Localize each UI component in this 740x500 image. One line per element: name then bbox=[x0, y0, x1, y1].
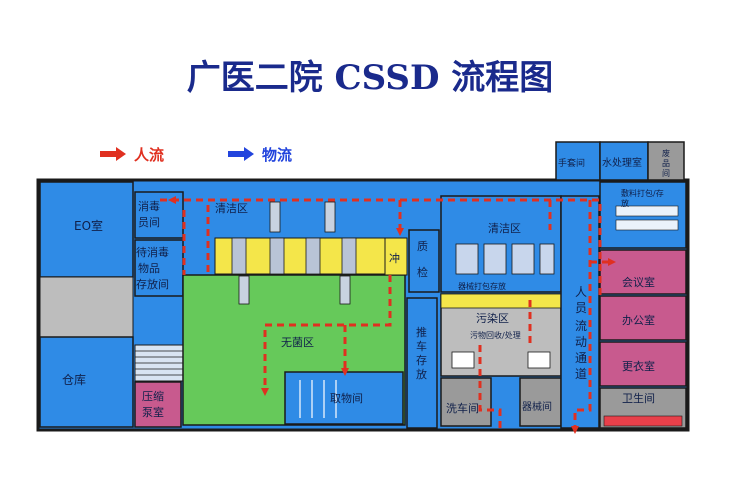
label-warehouse: 仓库 bbox=[62, 372, 86, 387]
label-compressor-2: 泵室 bbox=[142, 405, 164, 419]
label-clean-right: 清洁区 bbox=[488, 222, 521, 235]
label-locker: 更衣室 bbox=[622, 359, 655, 373]
room-cart bbox=[406, 297, 438, 429]
label-hand-wash: 手套间 bbox=[558, 157, 585, 169]
room-office bbox=[599, 295, 687, 341]
label-pending-2: 物品 bbox=[138, 261, 160, 275]
legend-material-label: 物流 bbox=[262, 146, 293, 164]
label-bathroom: 卫生间 bbox=[622, 391, 655, 405]
room-pending bbox=[134, 239, 184, 297]
legend-material: 物流 bbox=[228, 144, 292, 165]
label-meeting: 会议室 bbox=[622, 275, 655, 289]
label-waste-3: 间 bbox=[662, 169, 670, 178]
label-cart-1: 推 bbox=[416, 325, 427, 339]
room-car-wash bbox=[440, 377, 492, 427]
page-title: 广医二院 CSSD 流程图 bbox=[186, 58, 554, 98]
room-waste bbox=[647, 141, 685, 181]
label-corridor-6: 道 bbox=[575, 367, 587, 381]
label-contaminated: 污染区 bbox=[476, 311, 509, 325]
label-qc-2: 检 bbox=[417, 265, 428, 279]
label-clean-left: 清洁区 bbox=[215, 202, 248, 215]
legend-people-label: 人流 bbox=[134, 146, 165, 164]
room-compressor bbox=[134, 381, 182, 428]
label-pending-3: 存放间 bbox=[136, 277, 169, 291]
room-mould bbox=[519, 377, 562, 427]
people-flow-path bbox=[160, 198, 610, 428]
room-eo bbox=[39, 181, 134, 278]
label-dressing-2: 放 bbox=[621, 198, 629, 208]
label-cart-4: 放 bbox=[416, 367, 427, 381]
label-qc-1: 质 bbox=[417, 240, 428, 253]
label-corridor-1: 人 bbox=[575, 285, 587, 299]
label-waste-2: 品 bbox=[662, 159, 670, 168]
label-disinfect-1: 消毒 bbox=[138, 199, 160, 213]
room-qc bbox=[408, 229, 440, 293]
label-pickup: 取物间 bbox=[330, 391, 363, 405]
label-pending-1: 待消毒 bbox=[136, 245, 169, 259]
label-compressor-1: 压缩 bbox=[142, 390, 164, 403]
label-corridor-3: 流 bbox=[575, 319, 587, 333]
label-water: 水处理室 bbox=[602, 156, 642, 169]
label-dressing-1: 敷料打包/存 bbox=[621, 188, 664, 198]
label-office: 办公室 bbox=[622, 313, 655, 327]
room-water bbox=[599, 141, 649, 181]
room-warehouse bbox=[39, 336, 134, 428]
label-cart-2: 车 bbox=[416, 339, 427, 353]
legend-people: 人流 bbox=[100, 144, 164, 165]
label-rinse: 冲 bbox=[389, 251, 400, 265]
label-corridor-4: 动 bbox=[575, 335, 587, 349]
blue-arrow-icon bbox=[228, 146, 256, 165]
label-disinfect-2: 员间 bbox=[138, 216, 160, 229]
label-corridor-2: 员 bbox=[575, 301, 587, 315]
room-meeting bbox=[599, 249, 687, 295]
room-locker bbox=[599, 341, 687, 387]
label-contaminated-sub: 污物回收/处理 bbox=[470, 330, 521, 340]
red-arrow-icon bbox=[100, 146, 128, 165]
label-cart-3: 存 bbox=[416, 353, 427, 367]
label-eo: EO室 bbox=[74, 218, 103, 233]
label-waste-1: 废 bbox=[662, 148, 670, 158]
room-rinse bbox=[384, 237, 408, 276]
label-packing: 器械打包存放 bbox=[458, 281, 506, 291]
label-corridor-5: 通 bbox=[575, 351, 587, 365]
label-sterile: 无菌区 bbox=[281, 336, 314, 349]
label-mould: 器械间 bbox=[522, 400, 552, 413]
room-pickup bbox=[284, 371, 404, 425]
staff-corridor bbox=[560, 195, 600, 429]
label-car-wash: 洗车间 bbox=[446, 401, 479, 415]
people-flow-arrowheads bbox=[168, 196, 616, 434]
entrance-corridor bbox=[39, 276, 134, 338]
